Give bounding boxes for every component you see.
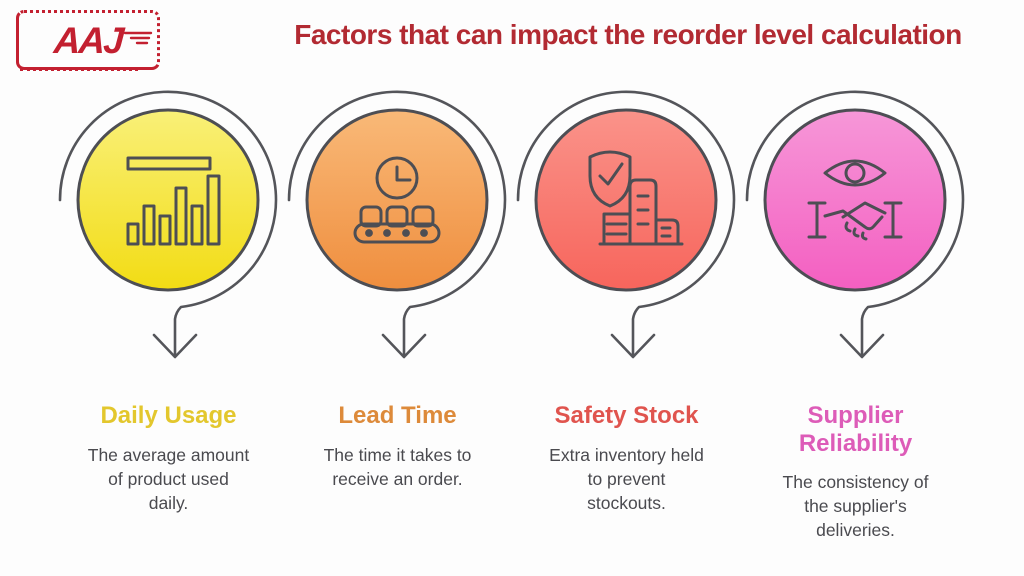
page-title: Factors that can impact the reorder leve… — [294, 19, 962, 50]
factor-supplier-reliability: Supplier Reliability The consistency of … — [741, 86, 970, 543]
aaj-logo: AAJ — [16, 10, 160, 70]
factor-lead-time: Lead Time The time it takes to receive a… — [283, 86, 512, 543]
factors-row: Daily Usage The average amount of produc… — [54, 86, 970, 543]
factor-title: Safety Stock — [554, 402, 699, 429]
factor-safety-stock: Safety Stock Extra inventory held to pre… — [512, 86, 741, 543]
factor-description: The time it takes to receive an order. — [323, 444, 472, 489]
supplier-reliability-graphic — [745, 90, 965, 359]
factor-title: Lead Time — [338, 402, 457, 429]
supplier-reliability-circle — [763, 108, 947, 292]
logo-speed-lines-icon — [123, 31, 153, 45]
safety-stock-graphic — [516, 90, 736, 359]
lead-time-circle — [305, 108, 489, 292]
aaj-logo-text: AAJ — [52, 19, 124, 61]
daily-usage-circle — [76, 108, 260, 292]
bar-chart-icon — [126, 156, 221, 246]
factor-description: Extra inventory held to prevent stockout… — [549, 444, 704, 513]
logo-dotted-underline — [20, 68, 138, 71]
orbit-arrow — [287, 90, 507, 359]
factor-title: Supplier Reliability — [798, 402, 913, 457]
factor-title: Daily Usage — [100, 402, 237, 429]
orbit-arrow — [745, 90, 965, 359]
factor-description: The average amount of product used daily… — [87, 444, 250, 513]
lead-time-graphic — [287, 90, 507, 359]
clock-conveyor-icon — [353, 156, 441, 244]
factor-daily-usage: Daily Usage The average amount of produc… — [54, 86, 283, 543]
safety-stock-circle — [534, 108, 718, 292]
orbit-arrow — [516, 90, 736, 359]
daily-usage-graphic — [58, 90, 278, 359]
factor-description: The consistency of the supplier's delive… — [782, 472, 929, 541]
shield-check-inventory-icon — [588, 150, 684, 246]
orbit-arrow — [58, 90, 278, 359]
eye-handshake-icon — [807, 159, 903, 241]
